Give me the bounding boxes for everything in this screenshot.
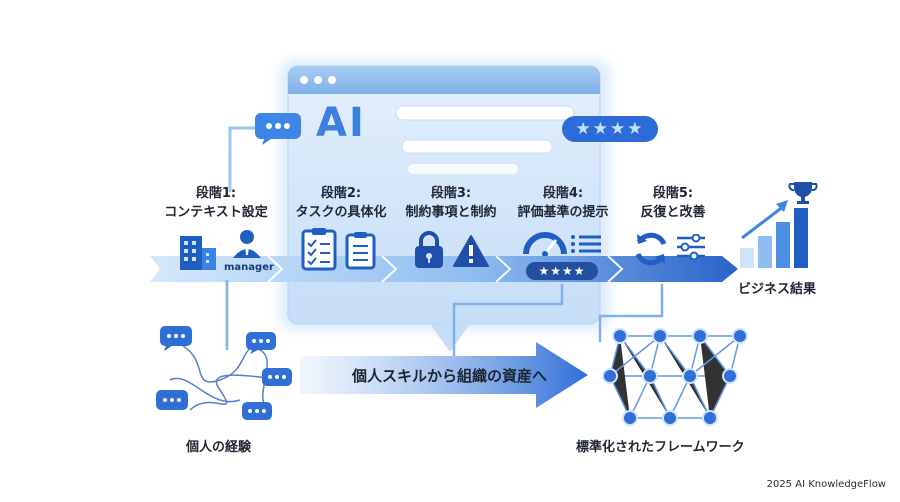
rating-badge: ★★★★: [562, 116, 658, 142]
warning-icon: [452, 234, 490, 268]
stage-3-number: 段階3:: [430, 186, 472, 201]
framework-network-icon: [600, 326, 752, 430]
stage-4-label: 段階4: 評価基準の提示: [498, 184, 628, 222]
connector-lines: [440, 282, 670, 362]
stage-3-title: 制約事項と制約: [405, 205, 497, 220]
rating-stars: ★★★★: [575, 119, 645, 139]
stage-4-title: 評価基準の提示: [517, 205, 609, 220]
experience-bubbles-network: [150, 320, 300, 430]
gauge-icon: [522, 228, 568, 256]
building-icon: [178, 230, 220, 272]
chat-bubble-icon: [254, 112, 304, 146]
stage-1-number: 段階1:: [195, 186, 237, 201]
lock-icon: [412, 230, 446, 270]
growth-bars-trophy-icon: [736, 176, 818, 272]
standardized-framework-caption: 標準化されたフレームワーク: [576, 440, 745, 455]
clipboard-checklist-icon: [300, 226, 340, 272]
footer-credit: 2025 AI KnowledgeFlow: [766, 479, 886, 490]
manager-person-icon: [226, 228, 268, 258]
stage-4-number: 段階4:: [542, 186, 584, 201]
transition-arrow: [300, 342, 590, 408]
stage-5-title: 反復と改善: [640, 205, 706, 220]
stage-2-title: タスクの具体化: [295, 205, 387, 220]
ai-logo: AI: [316, 100, 366, 146]
stage-5-label: 段階5: 反復と改善: [608, 184, 738, 222]
transition-arrow-text: 個人スキルから組織の資産へ: [352, 367, 548, 385]
clipboard-list-icon: [344, 230, 378, 270]
stage-1-label: 段階1: コンテキスト設定: [151, 184, 281, 222]
stage-1-title: コンテキスト設定: [164, 205, 268, 220]
sliders-icon: [676, 234, 706, 260]
list-lines-icon: [570, 234, 602, 254]
manager-label: manager: [224, 262, 274, 273]
business-result-label: ビジネス結果: [738, 282, 817, 297]
stage-5-number: 段階5:: [652, 186, 694, 201]
connector-left: [222, 280, 232, 350]
gauge-stars-badge: ★★★★: [526, 262, 598, 280]
stage-3-label: 段階3: 制約事項と制約: [386, 184, 516, 222]
personal-experience-caption: 個人の経験: [186, 440, 252, 455]
gauge-stars: ★★★★: [538, 264, 586, 278]
refresh-icon: [632, 230, 670, 268]
stage-2-number: 段階2:: [320, 186, 362, 201]
stage-2-label: 段階2: タスクの具体化: [276, 184, 406, 222]
